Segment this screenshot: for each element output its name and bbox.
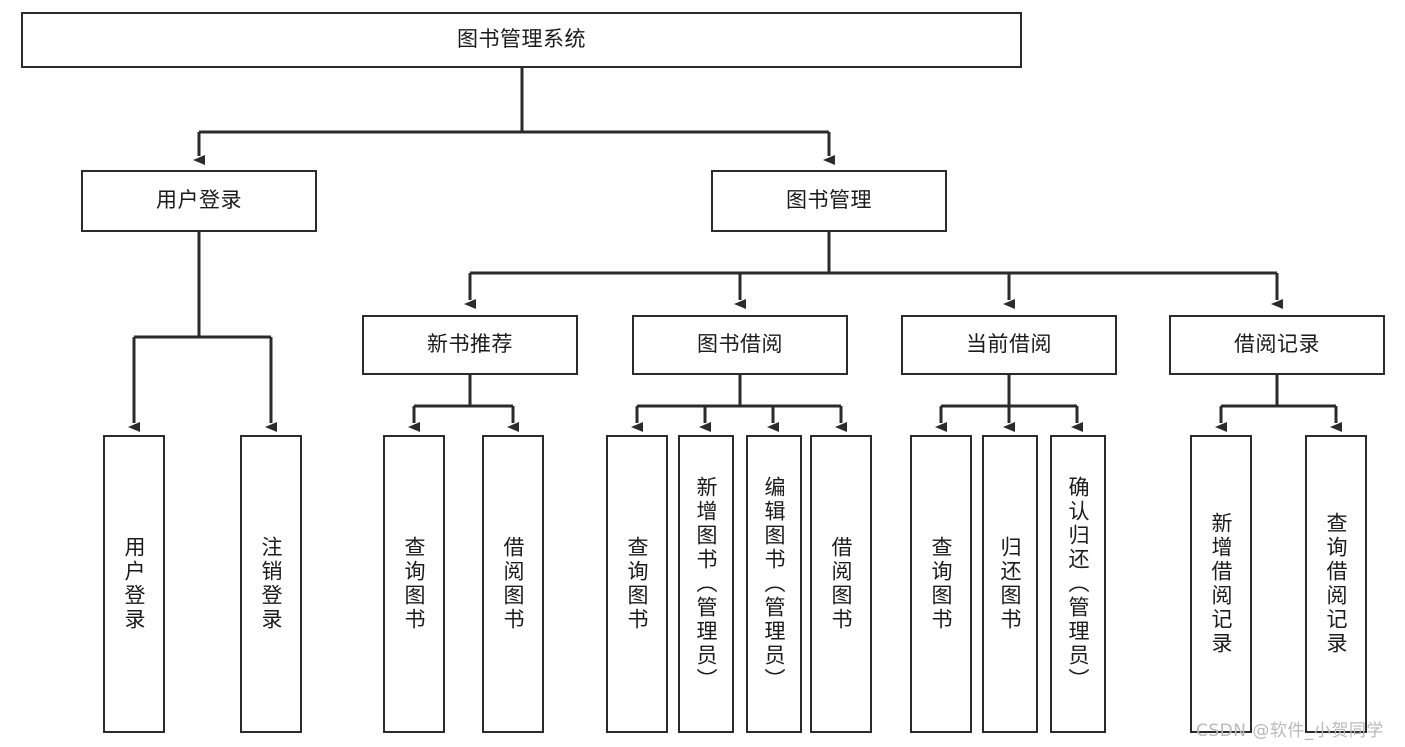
leaf-query-book-recommend[interactable]: 查询图书 — [383, 435, 445, 733]
node-book-management[interactable]: 图书管理 — [711, 170, 947, 232]
leaf-add-book-admin-label: 新增图书（管理员） — [694, 476, 719, 692]
leaf-return-book-label: 归还图书 — [998, 536, 1023, 632]
leaf-query-book[interactable]: 查询图书 — [606, 435, 668, 733]
node-user-login-label: 用户登录 — [156, 188, 242, 213]
leaf-add-book-admin[interactable]: 新增图书（管理员） — [678, 435, 734, 733]
watermark: CSDN @软件_小贺同学 — [1196, 721, 1384, 741]
leaf-add-borrow-record-label: 新增借阅记录 — [1209, 512, 1234, 656]
leaf-query-borrow-record[interactable]: 查询借阅记录 — [1305, 435, 1367, 733]
node-book-borrow[interactable]: 图书借阅 — [632, 315, 848, 375]
leaf-logout[interactable]: 注销登录 — [240, 435, 302, 733]
node-root[interactable]: 图书管理系统 — [21, 12, 1022, 68]
leaf-borrow-book[interactable]: 借阅图书 — [810, 435, 872, 733]
leaf-borrow-book-label: 借阅图书 — [829, 536, 854, 632]
node-book-borrow-label: 图书借阅 — [697, 332, 783, 357]
node-root-label: 图书管理系统 — [457, 27, 586, 52]
leaf-borrow-book-recommend-label: 借阅图书 — [501, 536, 526, 632]
leaf-query-book-current-label: 查询图书 — [929, 536, 954, 632]
leaf-query-book-recommend-label: 查询图书 — [402, 536, 427, 632]
leaf-edit-book-admin-label: 编辑图书（管理员） — [762, 476, 787, 692]
node-current-borrow[interactable]: 当前借阅 — [901, 315, 1117, 375]
leaf-query-borrow-record-label: 查询借阅记录 — [1324, 512, 1349, 656]
node-new-book-recommend-label: 新书推荐 — [427, 332, 513, 357]
leaf-borrow-book-recommend[interactable]: 借阅图书 — [482, 435, 544, 733]
node-book-management-label: 图书管理 — [786, 188, 872, 213]
leaf-edit-book-admin[interactable]: 编辑图书（管理员） — [746, 435, 802, 733]
leaf-query-book-label: 查询图书 — [625, 536, 650, 632]
leaf-user-login[interactable]: 用户登录 — [103, 435, 165, 733]
node-borrow-record-label: 借阅记录 — [1234, 332, 1320, 357]
leaf-logout-label: 注销登录 — [259, 536, 284, 632]
leaf-confirm-return-admin-label: 确认归还（管理员） — [1066, 476, 1091, 692]
leaf-add-borrow-record[interactable]: 新增借阅记录 — [1190, 435, 1252, 733]
node-user-login[interactable]: 用户登录 — [81, 170, 317, 232]
leaf-query-book-current[interactable]: 查询图书 — [910, 435, 972, 733]
node-new-book-recommend[interactable]: 新书推荐 — [362, 315, 578, 375]
node-borrow-record[interactable]: 借阅记录 — [1169, 315, 1385, 375]
leaf-return-book[interactable]: 归还图书 — [982, 435, 1038, 733]
leaf-confirm-return-admin[interactable]: 确认归还（管理员） — [1050, 435, 1106, 733]
node-current-borrow-label: 当前借阅 — [966, 332, 1052, 357]
leaf-user-login-label: 用户登录 — [122, 536, 147, 632]
